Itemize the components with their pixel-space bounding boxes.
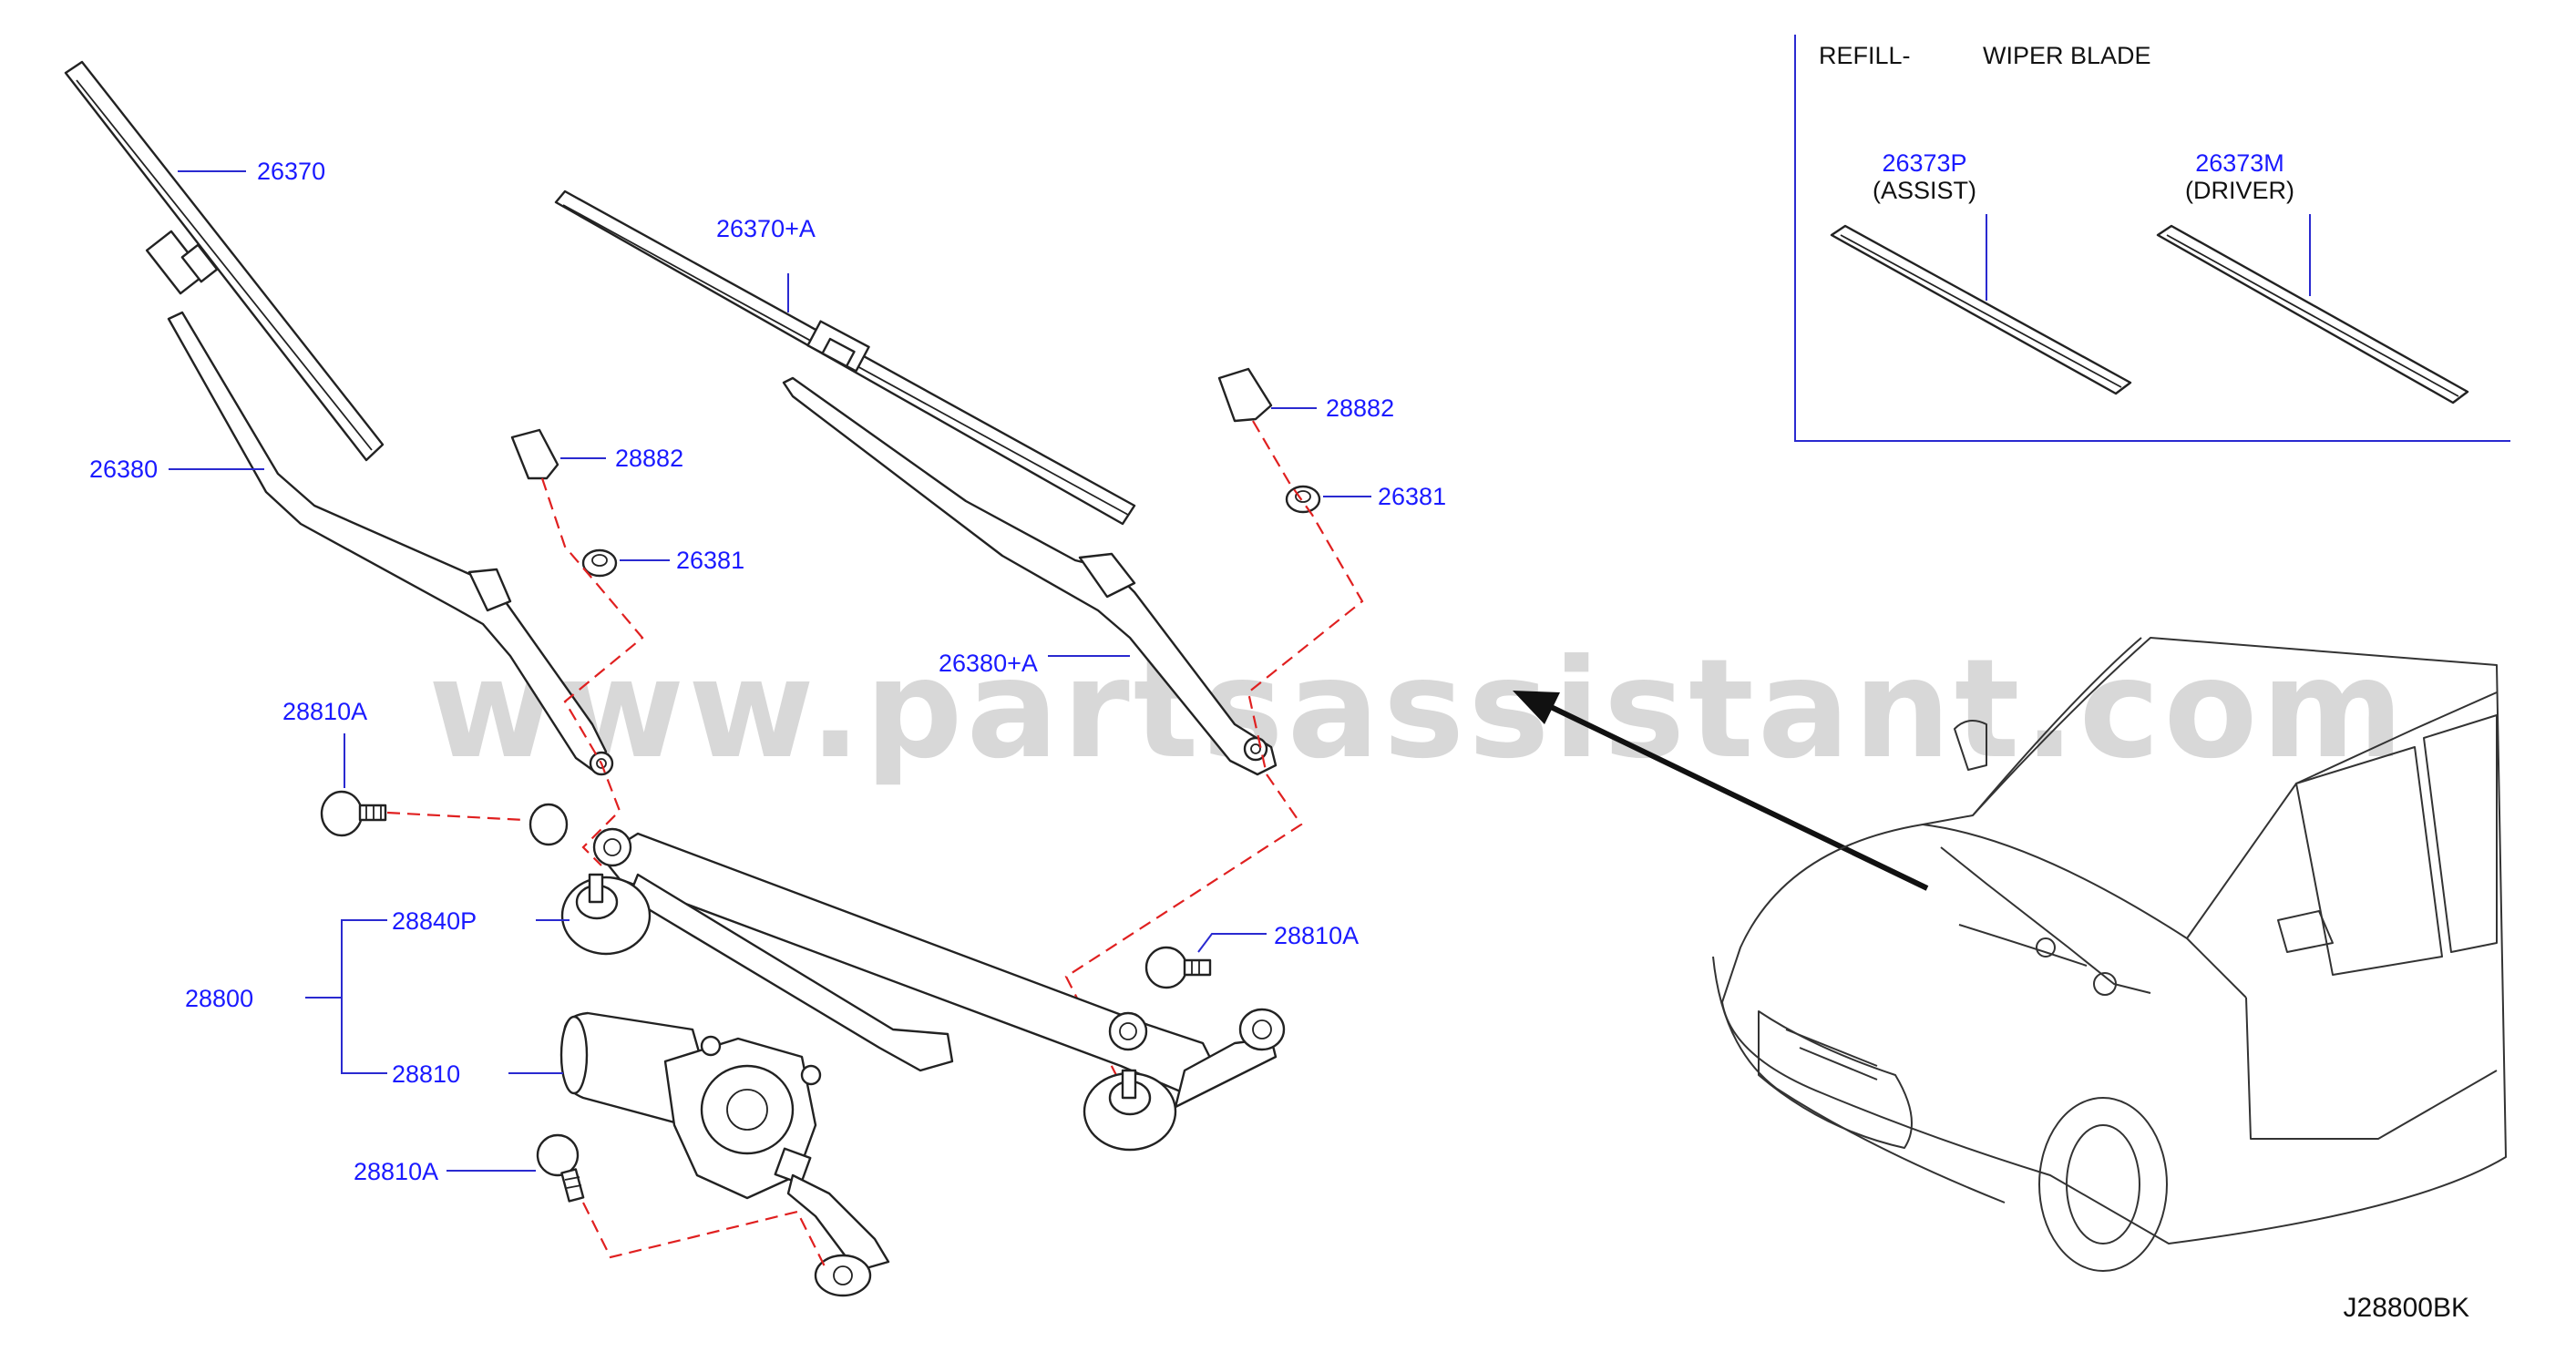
wiper-blade-right[interactable] (554, 189, 1136, 526)
refill-strip-driver[interactable] (2156, 224, 2469, 405)
refill-title-left: REFILL- (1819, 42, 1911, 69)
wiper-linkage[interactable] (529, 803, 1286, 1152)
label-assembly: 28800 (185, 985, 253, 1012)
arm-cap-right[interactable] (1217, 367, 1273, 423)
label-bolt-top-left: 28810A (282, 698, 367, 725)
watermark-text: www.partsassistant.com (428, 630, 2407, 789)
label-cap-right: 28882 (1326, 394, 1394, 422)
wiper-arm-left[interactable] (167, 311, 614, 776)
bolt-mid-right[interactable] (1144, 946, 1212, 989)
label-nut-left: 26381 (676, 547, 744, 574)
locator-arrow (1513, 691, 1929, 891)
refill-strip-assist[interactable] (1830, 224, 2132, 395)
refill-assist-note: (ASSIST) (1873, 177, 1976, 204)
wiper-arm-right[interactable] (782, 376, 1278, 776)
dash-path-left (540, 477, 644, 866)
refill-assist-part-no: 26373P (1882, 149, 1966, 177)
bolt-top-left[interactable] (320, 790, 387, 837)
dash-bolt-top-left (386, 811, 525, 822)
refill-driver-note: (DRIVER) (2185, 177, 2294, 204)
arm-cap-left[interactable] (510, 428, 559, 480)
dash-path-right (1064, 420, 1364, 1085)
refill-box-frame (1794, 35, 2510, 442)
label-motor: 28810 (392, 1060, 460, 1088)
car-locator-illustration (1712, 637, 2507, 1272)
refill-title-right: WIPER BLADE (1983, 42, 2151, 69)
label-arm-right: 26380+A (939, 650, 1038, 677)
bolt-bottom-left[interactable] (536, 1133, 585, 1203)
label-cap-left: 28882 (615, 445, 683, 472)
wiper-blade-left[interactable] (64, 60, 385, 462)
nut-right[interactable] (1285, 485, 1321, 514)
label-blade-left: 26370 (257, 158, 325, 185)
label-linkage: 28840P (392, 907, 477, 935)
wiper-motor[interactable] (559, 1011, 890, 1297)
label-bolt-mid-right: 28810A (1274, 922, 1359, 949)
assembly-bracket (341, 919, 387, 1074)
label-blade-right: 26370+A (716, 215, 816, 242)
refill-driver-part-no: 26373M (2195, 149, 2284, 177)
label-nut-right: 26381 (1378, 483, 1446, 510)
label-bolt-bottom-left: 28810A (354, 1158, 438, 1185)
dash-bolt-bottom-left (582, 1202, 826, 1267)
diagram-code: J28800BK (2344, 1293, 2469, 1323)
label-arm-left: 26380 (89, 456, 158, 483)
nut-left[interactable] (581, 548, 618, 578)
